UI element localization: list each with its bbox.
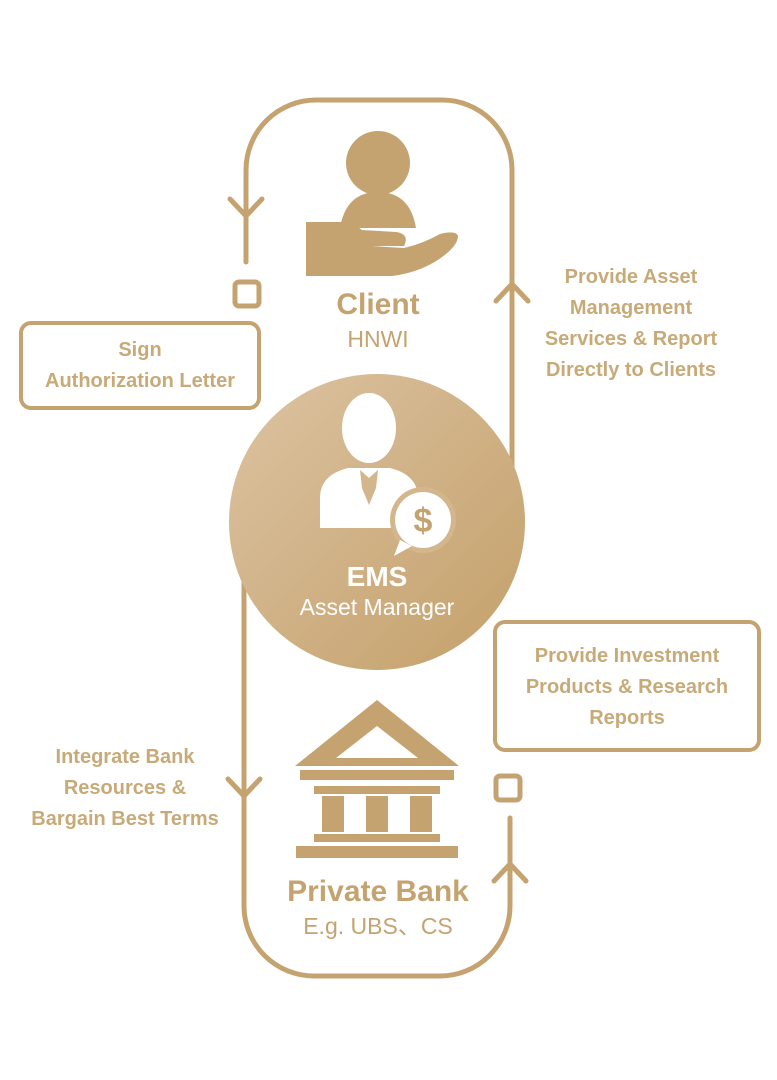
hand-holding-person-icon [306, 131, 458, 276]
services-label-line-3: Services & Report [544, 328, 718, 350]
services-label: Provide Asset Management Services & Repo… [516, 262, 746, 386]
lower-flow-loop [241, 567, 513, 979]
sign-label-line-1: Sign [118, 339, 162, 361]
products-label-box [493, 620, 761, 752]
arrow-up-right-lower [491, 861, 529, 884]
products-label-line-2: Products & Research [525, 676, 729, 698]
integrate-label-line-1: Integrate Bank [55, 746, 195, 768]
sign-label: Sign Authorization Letter [21, 335, 259, 397]
arrow-down-left-lower [225, 776, 263, 799]
client-subtitle: HNWI [347, 326, 409, 352]
services-label-line-4: Directly to Clients [545, 359, 717, 381]
sign-label-line-2: Authorization Letter [45, 370, 235, 392]
integrate-label-line-2: Resources & [63, 777, 187, 799]
bank-subtitle: E.g. UBS、CS [303, 913, 453, 939]
svg-text:$: $ [414, 502, 433, 540]
manager-dollar-icon: $ [320, 393, 456, 556]
client-title: Client [336, 288, 420, 321]
bank-title: Private Bank [287, 875, 469, 908]
services-label-line-2: Management [569, 297, 693, 319]
products-label-line-3: Reports [589, 707, 665, 729]
connector-square-left [232, 279, 262, 309]
sign-label-box [19, 321, 261, 410]
products-label-line-1: Provide Investment [534, 645, 720, 667]
arrow-down-left-upper [227, 196, 265, 219]
integrate-label-line-3: Bargain Best Terms [31, 808, 219, 830]
arrow-up-right-upper [493, 281, 531, 304]
services-label-line-1: Provide Asset [564, 266, 698, 288]
integrate-label: Integrate Bank Resources & Bargain Best … [6, 742, 244, 835]
connector-square-right [493, 773, 523, 803]
products-label: Provide Investment Products & Research R… [495, 641, 759, 734]
upper-flow-loop [243, 97, 515, 473]
ems-subtitle: Asset Manager [299, 594, 455, 620]
bank-building-icon [295, 700, 459, 858]
ems-title: EMS [346, 561, 408, 592]
